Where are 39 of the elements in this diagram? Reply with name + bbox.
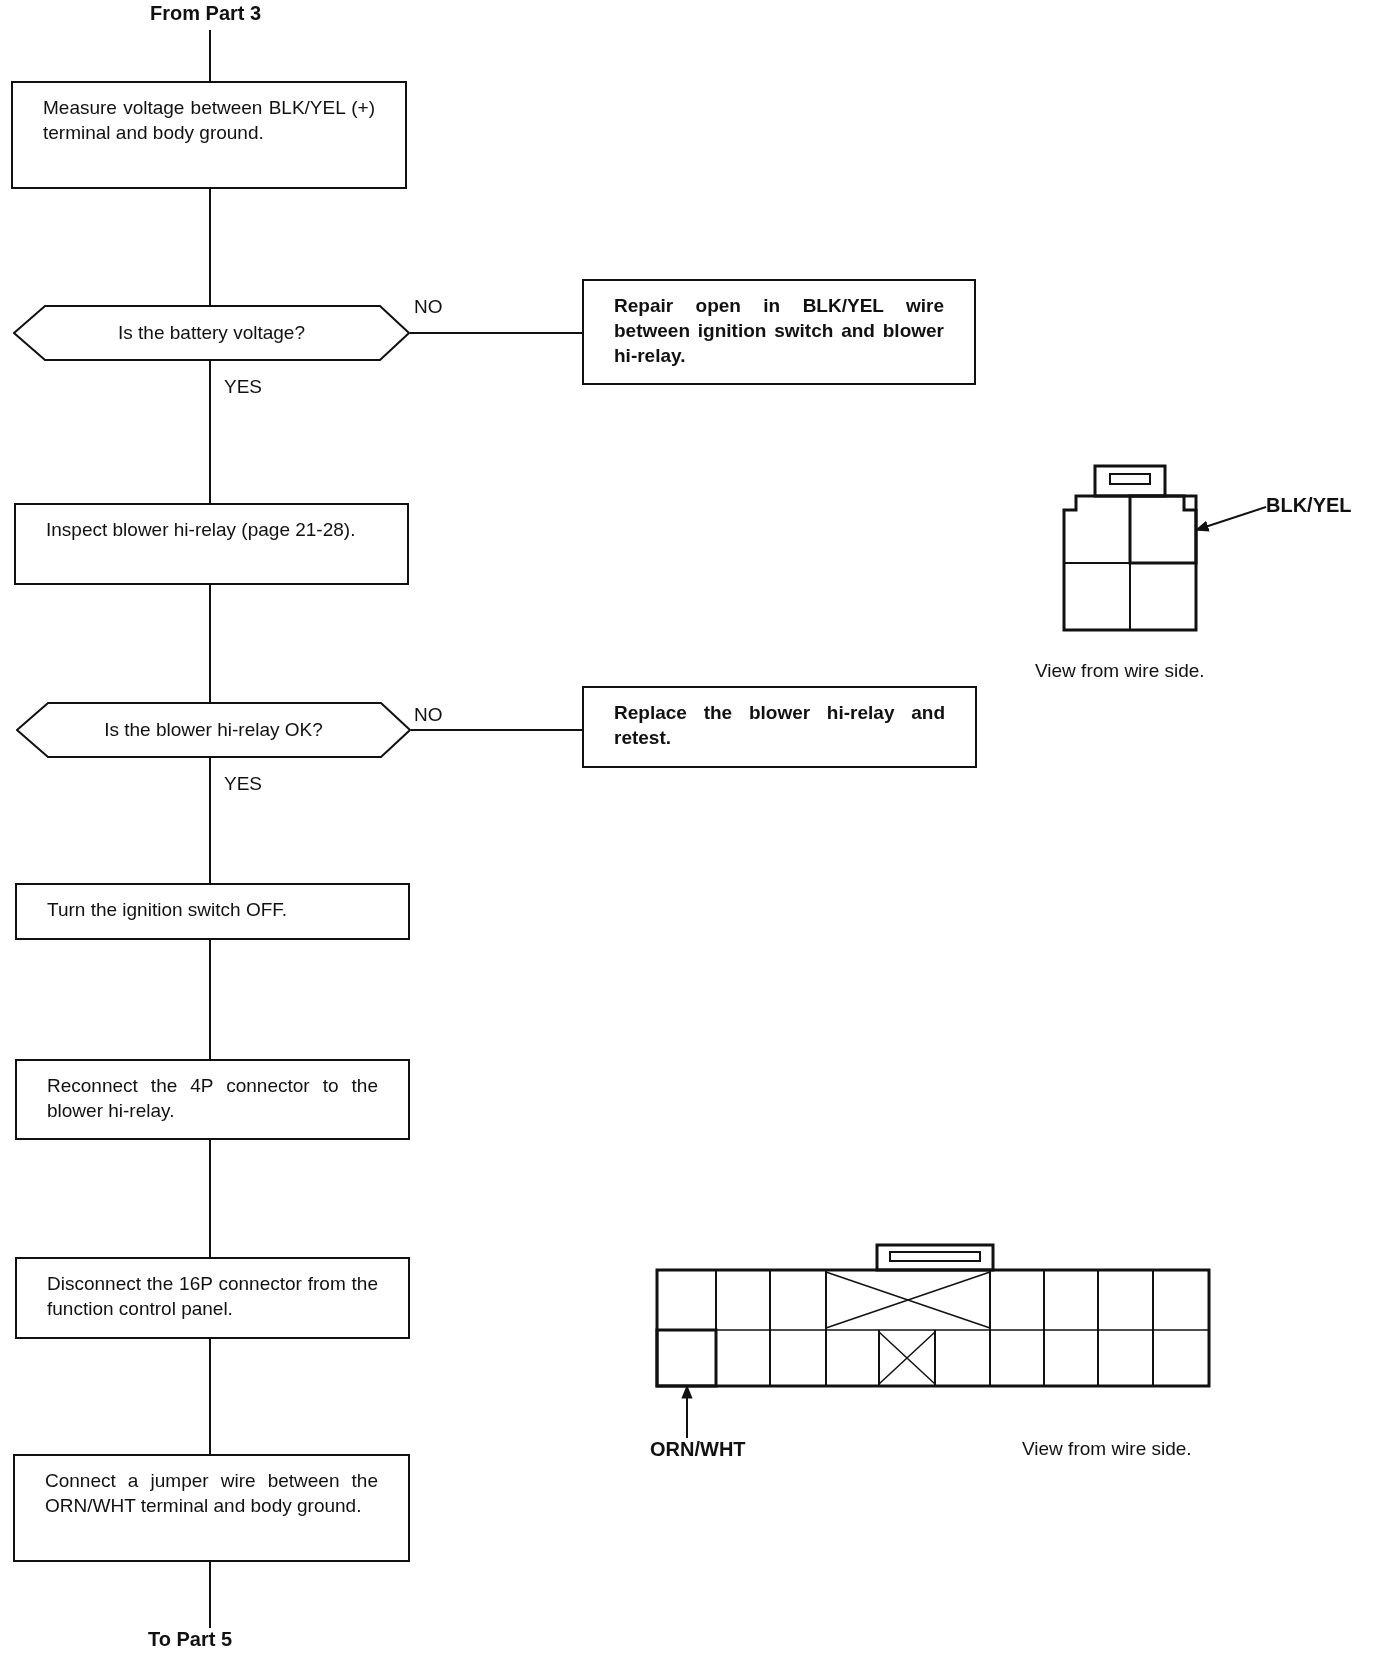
flow-line [209, 939, 211, 1060]
wire-color-label: ORN/WHT [650, 1438, 780, 1464]
step-text: Replace the blower hi-relay and retest. [614, 701, 945, 750]
process-box [15, 1257, 410, 1339]
flow-line [209, 584, 211, 703]
process-box [582, 686, 977, 768]
flow-note: To Part 5 [148, 1628, 268, 1654]
process-box [15, 1059, 410, 1140]
process-box [582, 279, 976, 385]
process-box [13, 1454, 410, 1562]
flow-line [209, 29, 211, 82]
terminal-cell [655, 1328, 718, 1388]
decision-hexagon [16, 702, 411, 758]
flow-line [209, 1139, 211, 1258]
process-box [15, 883, 410, 940]
step-text: Connect a jumper wire between the ORN/WHT terminal and body ground. [45, 1469, 378, 1518]
question-text: Is the blower hi-relay OK? [104, 719, 323, 741]
step-text: Turn the ignition switch OFF. [47, 898, 289, 922]
step-text: Inspect blower hi-relay (page 21-28). [46, 518, 357, 542]
flow-line [209, 188, 211, 306]
process-box [11, 81, 407, 189]
step-text: Disconnect the 16P connector from the function control panel. [47, 1272, 378, 1321]
flow-note: From Part 3 [150, 2, 290, 30]
flow-line [209, 1338, 211, 1455]
flow-line [209, 360, 211, 504]
step-text: Measure voltage between BLK/YEL (+) terminal and body ground. [43, 96, 375, 145]
decision-hexagon [13, 305, 410, 361]
process-box [14, 503, 409, 585]
leader-line [1194, 506, 1267, 532]
terminal-cell [1128, 494, 1198, 565]
flow-line [209, 757, 211, 884]
leader-line [681, 1384, 693, 1439]
step-text: Repair open in BLK/YEL wire between ignition switch and blower hi-relay. [614, 294, 944, 368]
question-text: Is the battery voltage? [118, 322, 305, 344]
flow-line [410, 729, 583, 731]
wire-color-label: BLK/YEL [1266, 494, 1366, 520]
flow-line [209, 1561, 211, 1629]
step-text: Reconnect the 4P connector to the blower hi-relay. [47, 1074, 378, 1123]
flow-line [409, 332, 583, 334]
